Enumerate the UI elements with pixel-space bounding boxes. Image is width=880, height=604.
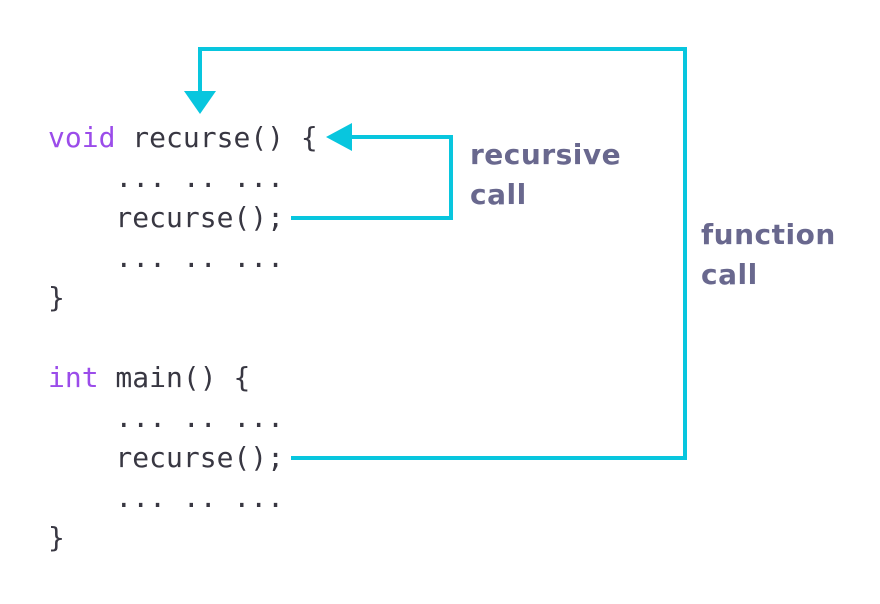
- function-call-arrowhead-down-icon: [184, 91, 216, 114]
- code-text: ... .. ...: [48, 241, 285, 274]
- code-line: ... .. ...: [48, 158, 318, 198]
- code-line: recurse();: [48, 198, 318, 238]
- code-line: int main() {: [48, 358, 318, 398]
- code-text: recurse();: [48, 441, 285, 474]
- code-line: }: [48, 518, 318, 558]
- function-call-label: function call: [701, 218, 836, 291]
- keyword-token: int: [48, 361, 99, 394]
- code-text: }: [48, 521, 65, 554]
- code-block: void recurse() { ... .. ... recurse(); .…: [48, 118, 318, 558]
- code-line: void recurse() {: [48, 118, 318, 158]
- code-text: recurse();: [48, 201, 285, 234]
- code-line: }: [48, 278, 318, 318]
- code-text: }: [48, 281, 65, 314]
- code-text: main() {: [98, 361, 251, 394]
- code-text: ... .. ...: [48, 161, 285, 194]
- keyword-token: void: [48, 121, 116, 154]
- code-line: ... .. ...: [48, 398, 318, 438]
- code-text: ... .. ...: [48, 481, 285, 514]
- code-line: ... .. ...: [48, 238, 318, 278]
- recursive-call-label: recursive call: [470, 138, 622, 211]
- code-text: ... .. ...: [48, 401, 285, 434]
- code-line: ... .. ...: [48, 478, 318, 518]
- code-line: recurse();: [48, 438, 318, 478]
- code-line: [48, 318, 318, 358]
- recursive-call-arrowhead-left-icon: [326, 123, 352, 151]
- code-text: recurse() {: [115, 121, 318, 154]
